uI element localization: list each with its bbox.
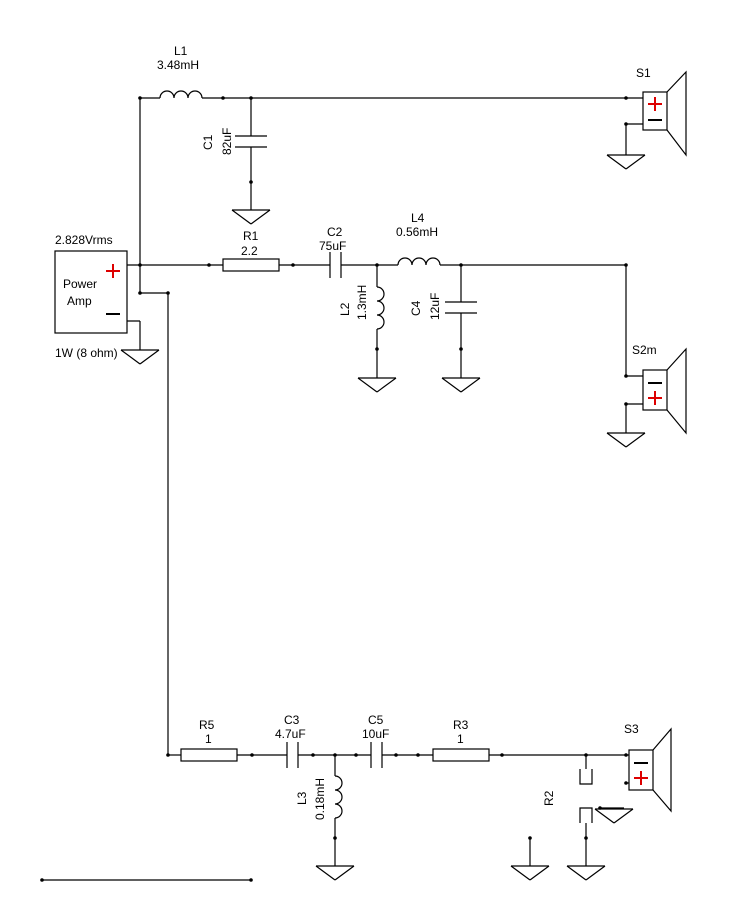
C4-value: 12uF bbox=[428, 293, 442, 320]
ground-icon bbox=[606, 432, 646, 448]
resistor-R3: R3 1 bbox=[432, 718, 490, 762]
ground-icon bbox=[120, 349, 160, 365]
capacitor-C4: C4 12uF bbox=[409, 293, 477, 320]
L2-value: 1.3mH bbox=[355, 285, 369, 320]
C2-value: 75uF bbox=[319, 239, 346, 253]
capacitor-C2: C2 75uF bbox=[319, 225, 346, 278]
capacitor-C5: C5 10uF bbox=[362, 713, 389, 768]
C3-ref: C3 bbox=[284, 713, 300, 727]
ground-icon bbox=[566, 865, 606, 881]
S1-ref: S1 bbox=[636, 66, 651, 80]
ground-icon bbox=[594, 808, 634, 824]
ground-icon bbox=[357, 377, 397, 393]
speaker-S3: S3 bbox=[624, 722, 672, 813]
inductor-L4: L4 0.56mH bbox=[396, 211, 441, 266]
C1-value: 82uF bbox=[220, 128, 234, 155]
L1-value: 3.48mH bbox=[157, 58, 199, 72]
source-rating: 1W (8 ohm) bbox=[55, 346, 118, 360]
resistor-R1: R1 2.2 bbox=[222, 229, 280, 272]
S3-ref: S3 bbox=[624, 722, 639, 736]
ground-icon bbox=[606, 154, 646, 170]
source-name-line1: Power bbox=[63, 277, 97, 291]
ground-icon bbox=[510, 865, 550, 881]
speaker-S1: S1 bbox=[636, 66, 687, 157]
ground-icon bbox=[441, 377, 481, 393]
C3-value: 4.7uF bbox=[275, 727, 306, 741]
inductor-L2: L2 1.3mH bbox=[338, 285, 385, 330]
S2m-ref: S2m bbox=[632, 343, 657, 357]
capacitor-C1: C1 82uF bbox=[201, 128, 267, 155]
L4-ref: L4 bbox=[411, 211, 425, 225]
resistor-R5: R5 1 bbox=[180, 718, 238, 762]
C5-value: 10uF bbox=[362, 727, 389, 741]
ground-icon bbox=[231, 209, 271, 225]
resistor-R2: R2 bbox=[542, 769, 593, 823]
R5-value: 1 bbox=[205, 732, 212, 746]
capacitor-C3: C3 4.7uF bbox=[275, 713, 306, 768]
R1-value: 2.2 bbox=[241, 244, 258, 258]
L4-value: 0.56mH bbox=[396, 225, 438, 239]
source-voltage: 2.828Vrms bbox=[55, 233, 113, 247]
C1-ref: C1 bbox=[201, 134, 215, 150]
L3-value: 0.18mH bbox=[313, 778, 327, 820]
amp-output-wires bbox=[127, 264, 140, 322]
power-amp-body bbox=[54, 250, 128, 334]
L2-ref: L2 bbox=[338, 302, 352, 316]
R3-value: 1 bbox=[457, 732, 464, 746]
inductor-L3: L3 0.18mH bbox=[295, 775, 343, 820]
L3-ref: L3 bbox=[295, 791, 309, 805]
power-amp: 2.828Vrms Power Amp 1W (8 ohm) bbox=[54, 233, 128, 360]
C2-ref: C2 bbox=[327, 225, 343, 239]
C4-ref: C4 bbox=[409, 300, 423, 316]
L1-ref: L1 bbox=[174, 44, 188, 58]
inductor-L1: L1 3.48mH bbox=[157, 44, 203, 99]
bus-wire bbox=[139, 98, 169, 755]
R2-ref: R2 bbox=[542, 790, 556, 806]
R5-ref: R5 bbox=[199, 718, 215, 732]
C5-ref: C5 bbox=[368, 713, 384, 727]
R1-ref: R1 bbox=[243, 229, 259, 243]
ground-icon bbox=[315, 865, 355, 881]
R3-ref: R3 bbox=[453, 718, 469, 732]
source-name-line2: Amp bbox=[67, 294, 92, 308]
speaker-S2m: S2m bbox=[632, 343, 687, 435]
